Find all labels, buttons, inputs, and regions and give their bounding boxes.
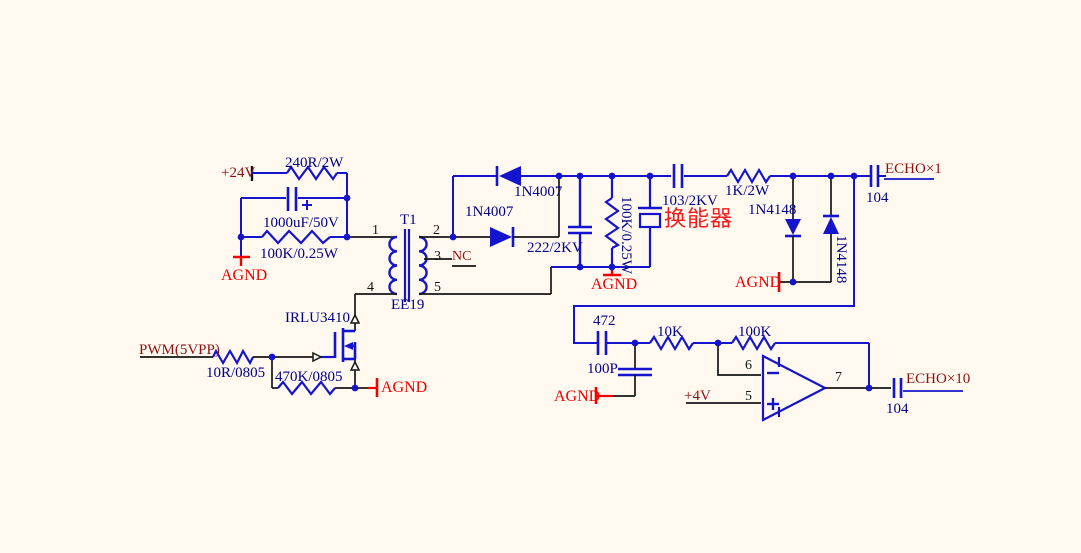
resistor-10r-label: 10R/0805 [206, 365, 266, 381]
resistor-1k-label: 1K/2W [725, 183, 770, 199]
pwm-input-label: PWM(5VPP) [139, 342, 220, 358]
capacitor-222-label: 222/2KV [527, 240, 583, 256]
net-arrows [312, 313, 361, 371]
transducer-name-label: 换能器 [664, 206, 734, 231]
resistor-470k-label: 470K/0805 [275, 369, 343, 385]
opamp-pin5-number: 5 [745, 389, 752, 404]
capacitor-100p-symbol [594, 343, 652, 404]
transformer-core-label: EE19 [391, 297, 425, 313]
transformer-refdes: T1 [400, 212, 417, 228]
capacitor-104b-label: 104 [886, 401, 909, 417]
power-input-wiring [240, 165, 348, 256]
agnd-label-left: AGND [221, 267, 268, 284]
resistor-10k-label: 10K [657, 324, 683, 340]
diode-1n4007-top-label: 1N4007 [514, 184, 563, 200]
diode-1n4007-bottom-symbol [490, 227, 515, 247]
transformer-pin2-number: 2 [433, 223, 440, 238]
echo-feed-wire [573, 176, 855, 344]
vref-4v-label: +4V [684, 388, 711, 404]
rectifier-wiring [452, 164, 871, 277]
source-net-arrow [349, 360, 361, 371]
capacitor-103-label: 103/2KV [662, 193, 718, 209]
capacitor-103-symbol [672, 164, 684, 188]
resistor-470k-symbol [277, 380, 336, 396]
resistor-100k-mid-label: 100K/0.25W [618, 196, 634, 274]
transformer-pin4-number: 4 [367, 280, 374, 295]
transformer-symbol [347, 229, 552, 331]
drain-net-arrow [349, 313, 361, 324]
agnd-label-mosfet: AGND [381, 379, 428, 396]
transducer-crystal-symbol [638, 176, 662, 267]
resistor-1k-symbol [726, 167, 771, 185]
echo1-wiring [869, 165, 934, 187]
resistor-240r-symbol [286, 165, 338, 181]
agnd-label-clamp: AGND [735, 274, 782, 291]
capacitor-1000uf-label: 1000uF/50V [263, 215, 339, 231]
capacitor-104b-symbol [892, 378, 903, 398]
agnd-label-mid: AGND [591, 276, 638, 293]
echo-x10-label: ECHO×10 [906, 371, 971, 387]
capacitor-1000uf-symbol [286, 187, 312, 211]
gate-net-arrow [312, 351, 323, 363]
mosfet-symbol [333, 328, 357, 362]
transformer-pin3-number: 3 [434, 249, 441, 264]
diode-1n4148-left-symbol [785, 219, 801, 238]
agnd-label-amp: AGND [554, 388, 601, 405]
capacitor-472-symbol [596, 331, 608, 355]
mosfet-label: IRLU3410 [285, 310, 350, 326]
resistor-100k-left-symbol [261, 229, 331, 245]
capacitor-100p-label: 100P [587, 361, 618, 377]
capacitor-472-label: 472 [593, 313, 616, 329]
amplifier-wiring [594, 331, 963, 422]
echo-x1-label: ECHO×1 [885, 161, 942, 177]
resistor-100k-fb-symbol [731, 334, 776, 352]
opamp-pin7-number: 7 [835, 370, 842, 385]
resistor-100k-left-label: 100K/0.25W [260, 246, 338, 262]
mosfet-source-wiring [354, 359, 379, 397]
opamp-pin6-number: 6 [745, 358, 752, 373]
resistor-100k-fb-label: 100K [738, 324, 772, 340]
opamp-symbol [761, 354, 828, 422]
diode-1n4007-bottom-label: 1N4007 [465, 204, 514, 220]
nc-label: NC [452, 249, 472, 264]
diode-1n4007-top-symbol [495, 166, 521, 186]
transformer-primary-winding [388, 235, 398, 296]
diode-1n4148-left-label: 1N4148 [748, 202, 797, 218]
transformer-pin5-number: 5 [434, 280, 441, 295]
clamp-wiring [777, 176, 839, 292]
capacitor-104a-symbol [869, 165, 880, 187]
capacitor-104a-label: 104 [866, 190, 889, 206]
resistor-10r-symbol [212, 348, 254, 366]
transformer-secondary-winding [418, 235, 428, 296]
transformer-pin1-number: 1 [372, 223, 379, 238]
pwm-input-wiring [140, 348, 355, 396]
junction-dots [237, 172, 873, 392]
diode-1n4148-right-label: 1N4148 [833, 235, 849, 284]
v24-label: +24V [221, 165, 256, 181]
resistor-10k-symbol [649, 334, 694, 352]
resistor-240r-label: 240R/2W [285, 155, 344, 171]
agnd-symbol-left [233, 255, 250, 266]
capacitor-222-symbol [568, 176, 592, 267]
diode-1n4148-right-symbol [823, 214, 839, 234]
resistor-100k-mid-symbol [604, 176, 621, 267]
